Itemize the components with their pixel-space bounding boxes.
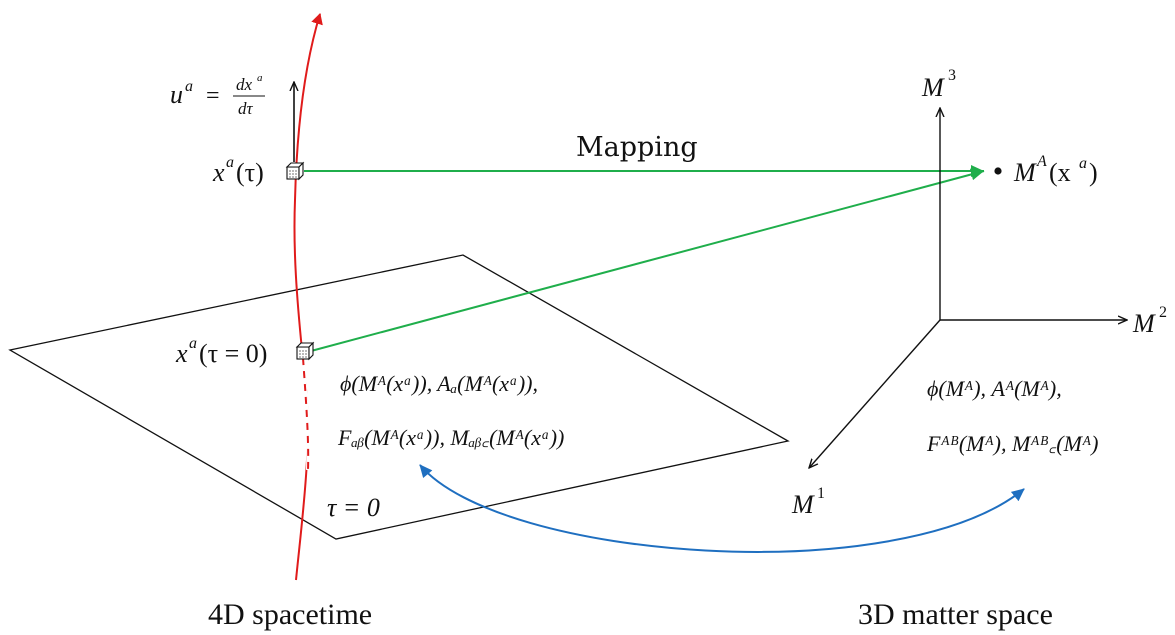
worldline-upper [293, 13, 323, 581]
matter-point-dot-icon [994, 167, 1002, 175]
svg-text:(τ = 0): (τ = 0) [199, 339, 267, 368]
svg-text:): ) [1089, 158, 1098, 187]
svg-text:a: a [257, 72, 263, 84]
matter-fields-line-1: ϕ(Mᴬ), Aᴬ(Mᴬ), [927, 376, 1062, 401]
svg-text:A: A [1036, 153, 1047, 170]
svg-text:M: M [1013, 158, 1037, 187]
matter-fields-line-2: Fᴬᴮ(Mᴬ), Mᴬᴮ꜀(Mᴬ) [926, 431, 1098, 456]
matter-point-label: M A (x a ) [1013, 153, 1098, 187]
svg-text:=: = [206, 83, 220, 109]
axis-m1 [809, 319, 941, 468]
fluid-element-cube-icon [295, 341, 315, 361]
svg-text:2: 2 [1159, 304, 1167, 321]
svg-text:M: M [791, 490, 815, 519]
caption-matter-space: 3D matter space [858, 598, 1053, 631]
fluid-element-cube-icon [285, 161, 305, 181]
tau-zero-label: τ = 0 [327, 493, 380, 522]
svg-text:x: x [212, 158, 225, 187]
svg-text:3: 3 [948, 67, 956, 84]
mapping-label: Mapping [576, 132, 698, 163]
mapping-arrow-lower [310, 168, 985, 352]
axis-m3-label: M 3 [921, 67, 956, 102]
svg-text:a: a [189, 335, 197, 352]
four-velocity-label: u a = dx a dτ [170, 72, 265, 118]
svg-text:dx: dx [236, 75, 253, 94]
svg-text:u: u [170, 80, 183, 109]
svg-text:1: 1 [817, 485, 825, 502]
svg-text:a: a [226, 154, 234, 171]
hypersurface-plane [8, 254, 790, 540]
svg-text:M: M [1132, 309, 1156, 338]
spacetime-fields-line-1: ϕ(Mᴬ(xᵃ)), Aₐ(Mᴬ(xᵃ)), [340, 371, 538, 396]
position-tau0-label: x a (τ = 0) [175, 335, 267, 368]
svg-text:x: x [175, 339, 188, 368]
svg-text:a: a [1079, 155, 1087, 172]
axis-m2-label: M 2 [1132, 304, 1167, 338]
axis-m1-label: M 1 [791, 485, 825, 519]
correspondence-arrow [419, 464, 1025, 553]
spacetime-fields-line-2: Fₐᵦ(Mᴬ(xᵃ)), Mₐᵦ꜀(Mᴬ(xᵃ)) [337, 425, 564, 450]
svg-text:M: M [921, 73, 945, 102]
svg-text:(x: (x [1049, 158, 1071, 187]
position-tau-label: x a (τ) [212, 154, 264, 187]
svg-text:dτ: dτ [238, 99, 254, 118]
svg-text:a: a [185, 78, 193, 95]
worldline-dashed-segment [302, 357, 310, 471]
svg-text:(τ): (τ) [236, 158, 264, 187]
caption-spacetime: 4D spacetime [208, 598, 372, 631]
